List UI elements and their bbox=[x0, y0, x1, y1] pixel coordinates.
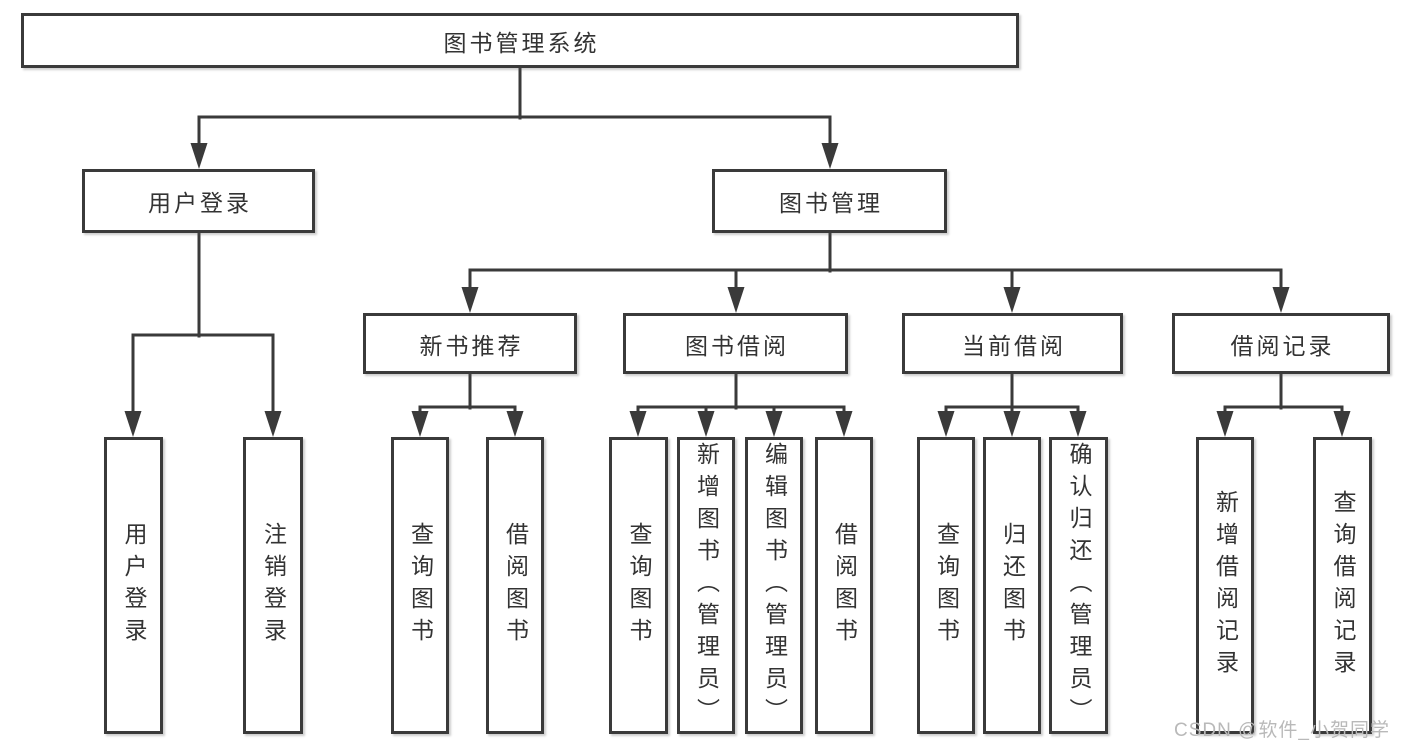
arrowhead-down-icon bbox=[835, 411, 853, 437]
leaf-label: 新增借阅记录 bbox=[1212, 489, 1239, 682]
arrowhead-down-icon bbox=[697, 411, 715, 437]
arrowhead-down-icon bbox=[264, 411, 282, 437]
node-current-borrowing: 当前借阅 bbox=[902, 313, 1123, 374]
leaf-label: 查询图书 bbox=[933, 521, 960, 650]
arrowhead-down-icon bbox=[1272, 287, 1290, 313]
arrowhead-down-icon bbox=[190, 143, 208, 169]
arrowhead-down-icon bbox=[1003, 287, 1021, 313]
arrowhead-down-icon bbox=[506, 411, 524, 437]
leaf-borrowing-add-books-admin: 新增图书（管理员） bbox=[677, 437, 735, 734]
leaf-label: 注销登录 bbox=[260, 521, 287, 650]
arrowhead-down-icon bbox=[1216, 411, 1234, 437]
leaf-label: 查询借阅记录 bbox=[1330, 489, 1356, 682]
leaf-borrowing-borrow-books: 借阅图书 bbox=[815, 437, 873, 734]
connector-current-borrowing-to-leaves bbox=[937, 372, 1087, 437]
leaf-label: 查询图书 bbox=[407, 521, 434, 650]
leaf-current-query-books: 查询图书 bbox=[917, 437, 975, 734]
node-user-login: 用户登录 bbox=[82, 169, 315, 233]
arrowhead-down-icon bbox=[461, 287, 479, 313]
node-library-management-system: 图书管理系统 bbox=[21, 13, 1019, 68]
connector-new-book-recommend-to-leaves bbox=[411, 372, 524, 437]
arrowhead-down-icon bbox=[765, 411, 783, 437]
arrowhead-down-icon bbox=[1003, 411, 1021, 437]
leaf-logout: 注销登录 bbox=[243, 437, 303, 734]
leaf-label: 用户登录 bbox=[121, 521, 147, 650]
node-new-book-recommend: 新书推荐 bbox=[363, 313, 577, 374]
leaf-label: 归还图书 bbox=[999, 521, 1026, 650]
leaf-recommend-query-books: 查询图书 bbox=[391, 437, 449, 734]
leaf-borrowing-query-books: 查询图书 bbox=[609, 437, 668, 734]
leaf-label: 确认归还（管理员） bbox=[1066, 441, 1092, 730]
leaf-label: 新增图书（管理员） bbox=[693, 441, 720, 730]
leaf-label: 借阅图书 bbox=[502, 521, 529, 650]
leaf-label: 借阅图书 bbox=[831, 521, 858, 650]
arrowhead-down-icon bbox=[124, 411, 142, 437]
leaf-recommend-borrow-books: 借阅图书 bbox=[486, 437, 544, 734]
arrowhead-down-icon bbox=[411, 411, 429, 437]
leaf-current-return-books: 归还图书 bbox=[983, 437, 1041, 734]
leaf-records-query-borrow-record: 查询借阅记录 bbox=[1313, 437, 1372, 734]
arrowhead-down-icon bbox=[821, 143, 839, 169]
node-book-borrowing: 图书借阅 bbox=[623, 313, 848, 374]
connector-root-to-branches bbox=[190, 66, 839, 169]
leaf-records-add-borrow-record: 新增借阅记录 bbox=[1196, 437, 1254, 734]
leaf-label: 查询图书 bbox=[626, 521, 652, 650]
arrowhead-down-icon bbox=[937, 411, 955, 437]
connector-borrowing-records-to-leaves bbox=[1216, 372, 1351, 437]
leaf-borrowing-edit-books-admin: 编辑图书（管理员） bbox=[745, 437, 803, 734]
node-borrowing-records: 借阅记录 bbox=[1172, 313, 1390, 374]
connector-book-management-to-sections bbox=[461, 231, 1290, 313]
connector-user-login-to-leaves bbox=[124, 231, 282, 437]
arrowhead-down-icon bbox=[1069, 411, 1087, 437]
node-book-management: 图书管理 bbox=[712, 169, 947, 233]
leaf-user-login: 用户登录 bbox=[104, 437, 163, 734]
connector-book-borrowing-to-leaves bbox=[629, 372, 853, 437]
leaf-current-confirm-return-admin: 确认归还（管理员） bbox=[1049, 437, 1108, 734]
leaf-label: 编辑图书（管理员） bbox=[761, 441, 788, 730]
arrowhead-down-icon bbox=[1333, 411, 1351, 437]
arrowhead-down-icon bbox=[629, 411, 647, 437]
arrowhead-down-icon bbox=[727, 287, 745, 313]
